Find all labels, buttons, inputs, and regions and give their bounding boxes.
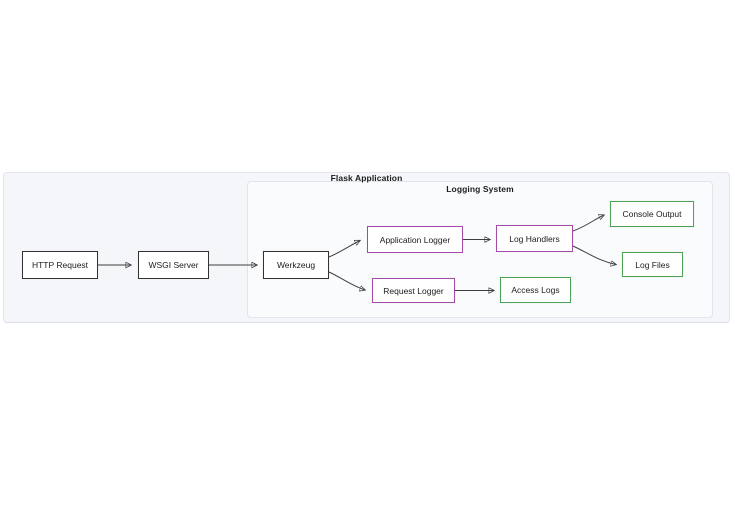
node-console-output: Console Output [610, 201, 694, 227]
node-werkzeug: Werkzeug [263, 251, 329, 279]
node-http-request: HTTP Request [22, 251, 98, 279]
node-access-logs: Access Logs [500, 277, 571, 303]
logging-system-label: Logging System [446, 184, 514, 194]
node-wsgi-server: WSGI Server [138, 251, 209, 279]
node-application-logger: Application Logger [367, 226, 463, 253]
flask-application-label: Flask Application [330, 173, 403, 183]
node-log-files: Log Files [622, 252, 683, 277]
node-request-logger: Request Logger [372, 278, 455, 303]
node-log-handlers: Log Handlers [496, 225, 573, 252]
